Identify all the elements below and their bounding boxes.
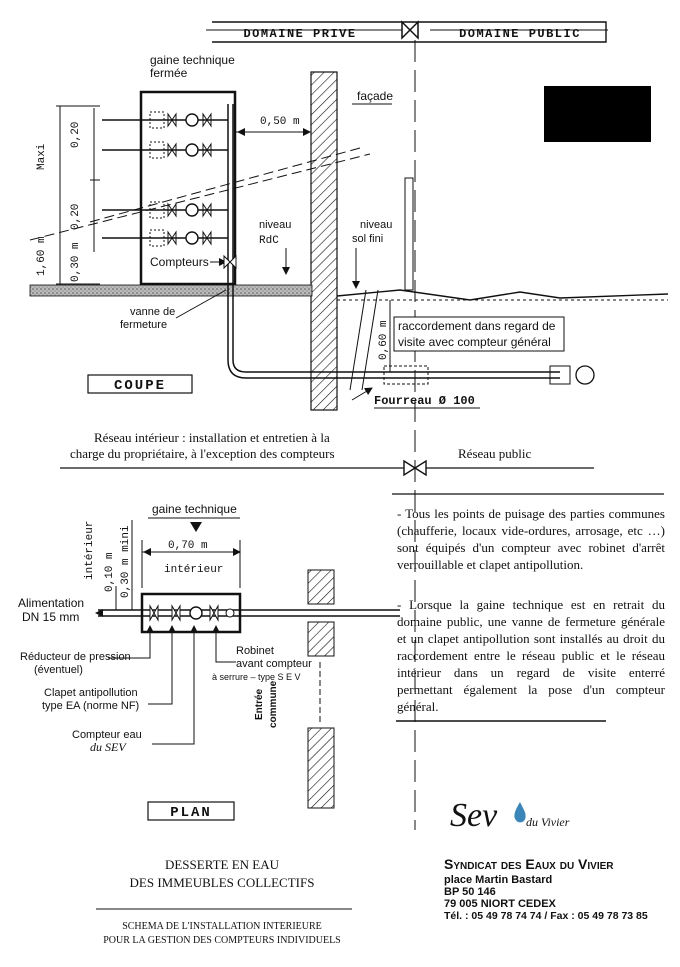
domaine-public-label: DOMAINE PUBLIC	[459, 27, 581, 41]
dn15-label: DN 15 mm	[22, 610, 79, 624]
raccordement-label-1: raccordement dans regard de	[398, 319, 556, 333]
niveau-sol-label: niveau	[360, 219, 392, 231]
dim-020a-label: 0,20	[70, 122, 82, 148]
vanne-label: vanne de	[130, 306, 175, 318]
dim-060-label: 0,60 m	[378, 320, 390, 360]
dim-070-label: 0,70 m	[168, 540, 208, 552]
serrure-label: à serrure – type S E V	[212, 672, 301, 682]
plan-meter-icon	[189, 606, 203, 620]
dim-160-label: 1,60 m	[36, 236, 48, 276]
reseau-boundary-valve-icon	[403, 459, 427, 477]
facade-label: façade	[357, 89, 393, 103]
domaine-prive-label: DOMAINE PRIVE	[243, 27, 356, 41]
reducteur-label: Réducteur de pression	[20, 651, 131, 663]
meter-row	[102, 141, 228, 159]
plan-gaine-label: gaine technique	[152, 502, 237, 516]
ground-slab	[29, 284, 313, 297]
interieur-h-label: intérieur	[164, 564, 223, 576]
footer-sub-1: SCHEMA DE L'INSTALLATION INTERIEURE	[122, 921, 322, 932]
sev-logo: Sev du Vivier	[450, 797, 570, 834]
raccordement-label-2: visite avec compteur général	[398, 335, 551, 349]
address-city: 79 005 NIORT CEDEX	[444, 898, 556, 910]
compteurs-label: Compteurs	[150, 255, 209, 269]
commune-label: commune	[268, 680, 279, 728]
vanne-icon	[223, 254, 237, 270]
reseau-public-label: Réseau public	[458, 446, 532, 461]
clapet-label: Clapet antipollution	[44, 687, 138, 699]
coupe-title: COUPE	[87, 374, 193, 394]
boundary-valve-icon	[401, 20, 419, 40]
footer-title-1: DESSERTE EN EAU	[165, 857, 280, 872]
address-street: place Martin Bastard	[444, 874, 553, 886]
domain-header: DOMAINE PRIVE DOMAINE PUBLIC	[206, 20, 608, 43]
syndicat-name: Syndicat des Eaux du Vivier	[444, 856, 614, 872]
alimentation-label: Alimentation	[18, 596, 84, 610]
reseau-interieur-line1: Réseau intérieur : installation et entre…	[94, 430, 330, 445]
water-drop-icon	[514, 802, 526, 823]
dim-020b-label: 0,20	[70, 204, 82, 230]
fermeture-label: fermeture	[120, 319, 167, 331]
main-pipe	[227, 282, 560, 379]
gaine-technique-label: gaine technique	[150, 53, 235, 67]
avant-compteur-label: avant compteur	[236, 658, 312, 670]
svg-text:COUPE: COUPE	[114, 378, 166, 394]
compteur-eau-label: Compteur eau	[72, 729, 142, 741]
dim-050-label: 0,50 m	[260, 116, 300, 128]
logo-subtext: du Vivier	[526, 815, 570, 829]
plan-title: PLAN	[147, 801, 235, 821]
reseau-interieur-line2: charge du propriétaire, à l'exception de…	[70, 446, 335, 461]
entree-label: Entrée	[254, 688, 265, 720]
address-bp: BP 50 146	[444, 886, 496, 898]
sol-fini-label: sol fini	[352, 233, 383, 245]
public-main-icon	[575, 365, 595, 385]
redacted-block	[544, 86, 651, 142]
svg-text:PLAN: PLAN	[170, 805, 212, 821]
gaine-fermee-label: fermée	[150, 66, 188, 80]
niveau-rdc-label: niveau	[259, 219, 291, 231]
note-paragraph-2: - Lorsque la gaine technique est en retr…	[397, 597, 665, 714]
dim-010-label: 0,10 m	[104, 552, 116, 592]
footer-title-2: DES IMMEUBLES COLLECTIFS	[130, 875, 315, 890]
fourreau-label: Fourreau Ø 100	[374, 394, 475, 408]
note-paragraph-1: - Tous les points de puisage des parties…	[397, 506, 665, 572]
du-sev-label: du SEV	[90, 740, 127, 754]
footer-sub-2: POUR LA GESTION DES COMPTEURS INDIVIDUEL…	[103, 935, 341, 946]
address-block: Syndicat des Eaux du Vivier place Martin…	[444, 856, 676, 922]
meter-row	[102, 201, 228, 219]
meter-row	[102, 111, 228, 129]
raccordement-box	[393, 316, 565, 352]
coupe-section: gaine technique fermée	[29, 53, 669, 411]
address-phone: Tél. : 05 49 78 74 74 / Fax : 05 49 78 7…	[444, 910, 648, 922]
robinet-label: Robinet	[236, 645, 274, 657]
eventuel-label: (éventuel)	[34, 664, 83, 676]
logo-text: Sev	[450, 797, 498, 834]
dim-030-label: 0,30 m	[70, 242, 82, 282]
facade-wall	[310, 71, 338, 411]
plan-section: gaine technique 0,70 m intérieur intérie…	[18, 502, 400, 821]
maxi-label: Maxi	[36, 143, 48, 170]
meter-row	[102, 229, 228, 247]
dim-030-mini-label: 0,30 m mini	[120, 525, 132, 598]
interieur-v-label: intérieur	[84, 521, 96, 580]
type-ea-label: type EA (norme NF)	[42, 700, 139, 712]
rdc-label: RdC	[259, 235, 279, 247]
